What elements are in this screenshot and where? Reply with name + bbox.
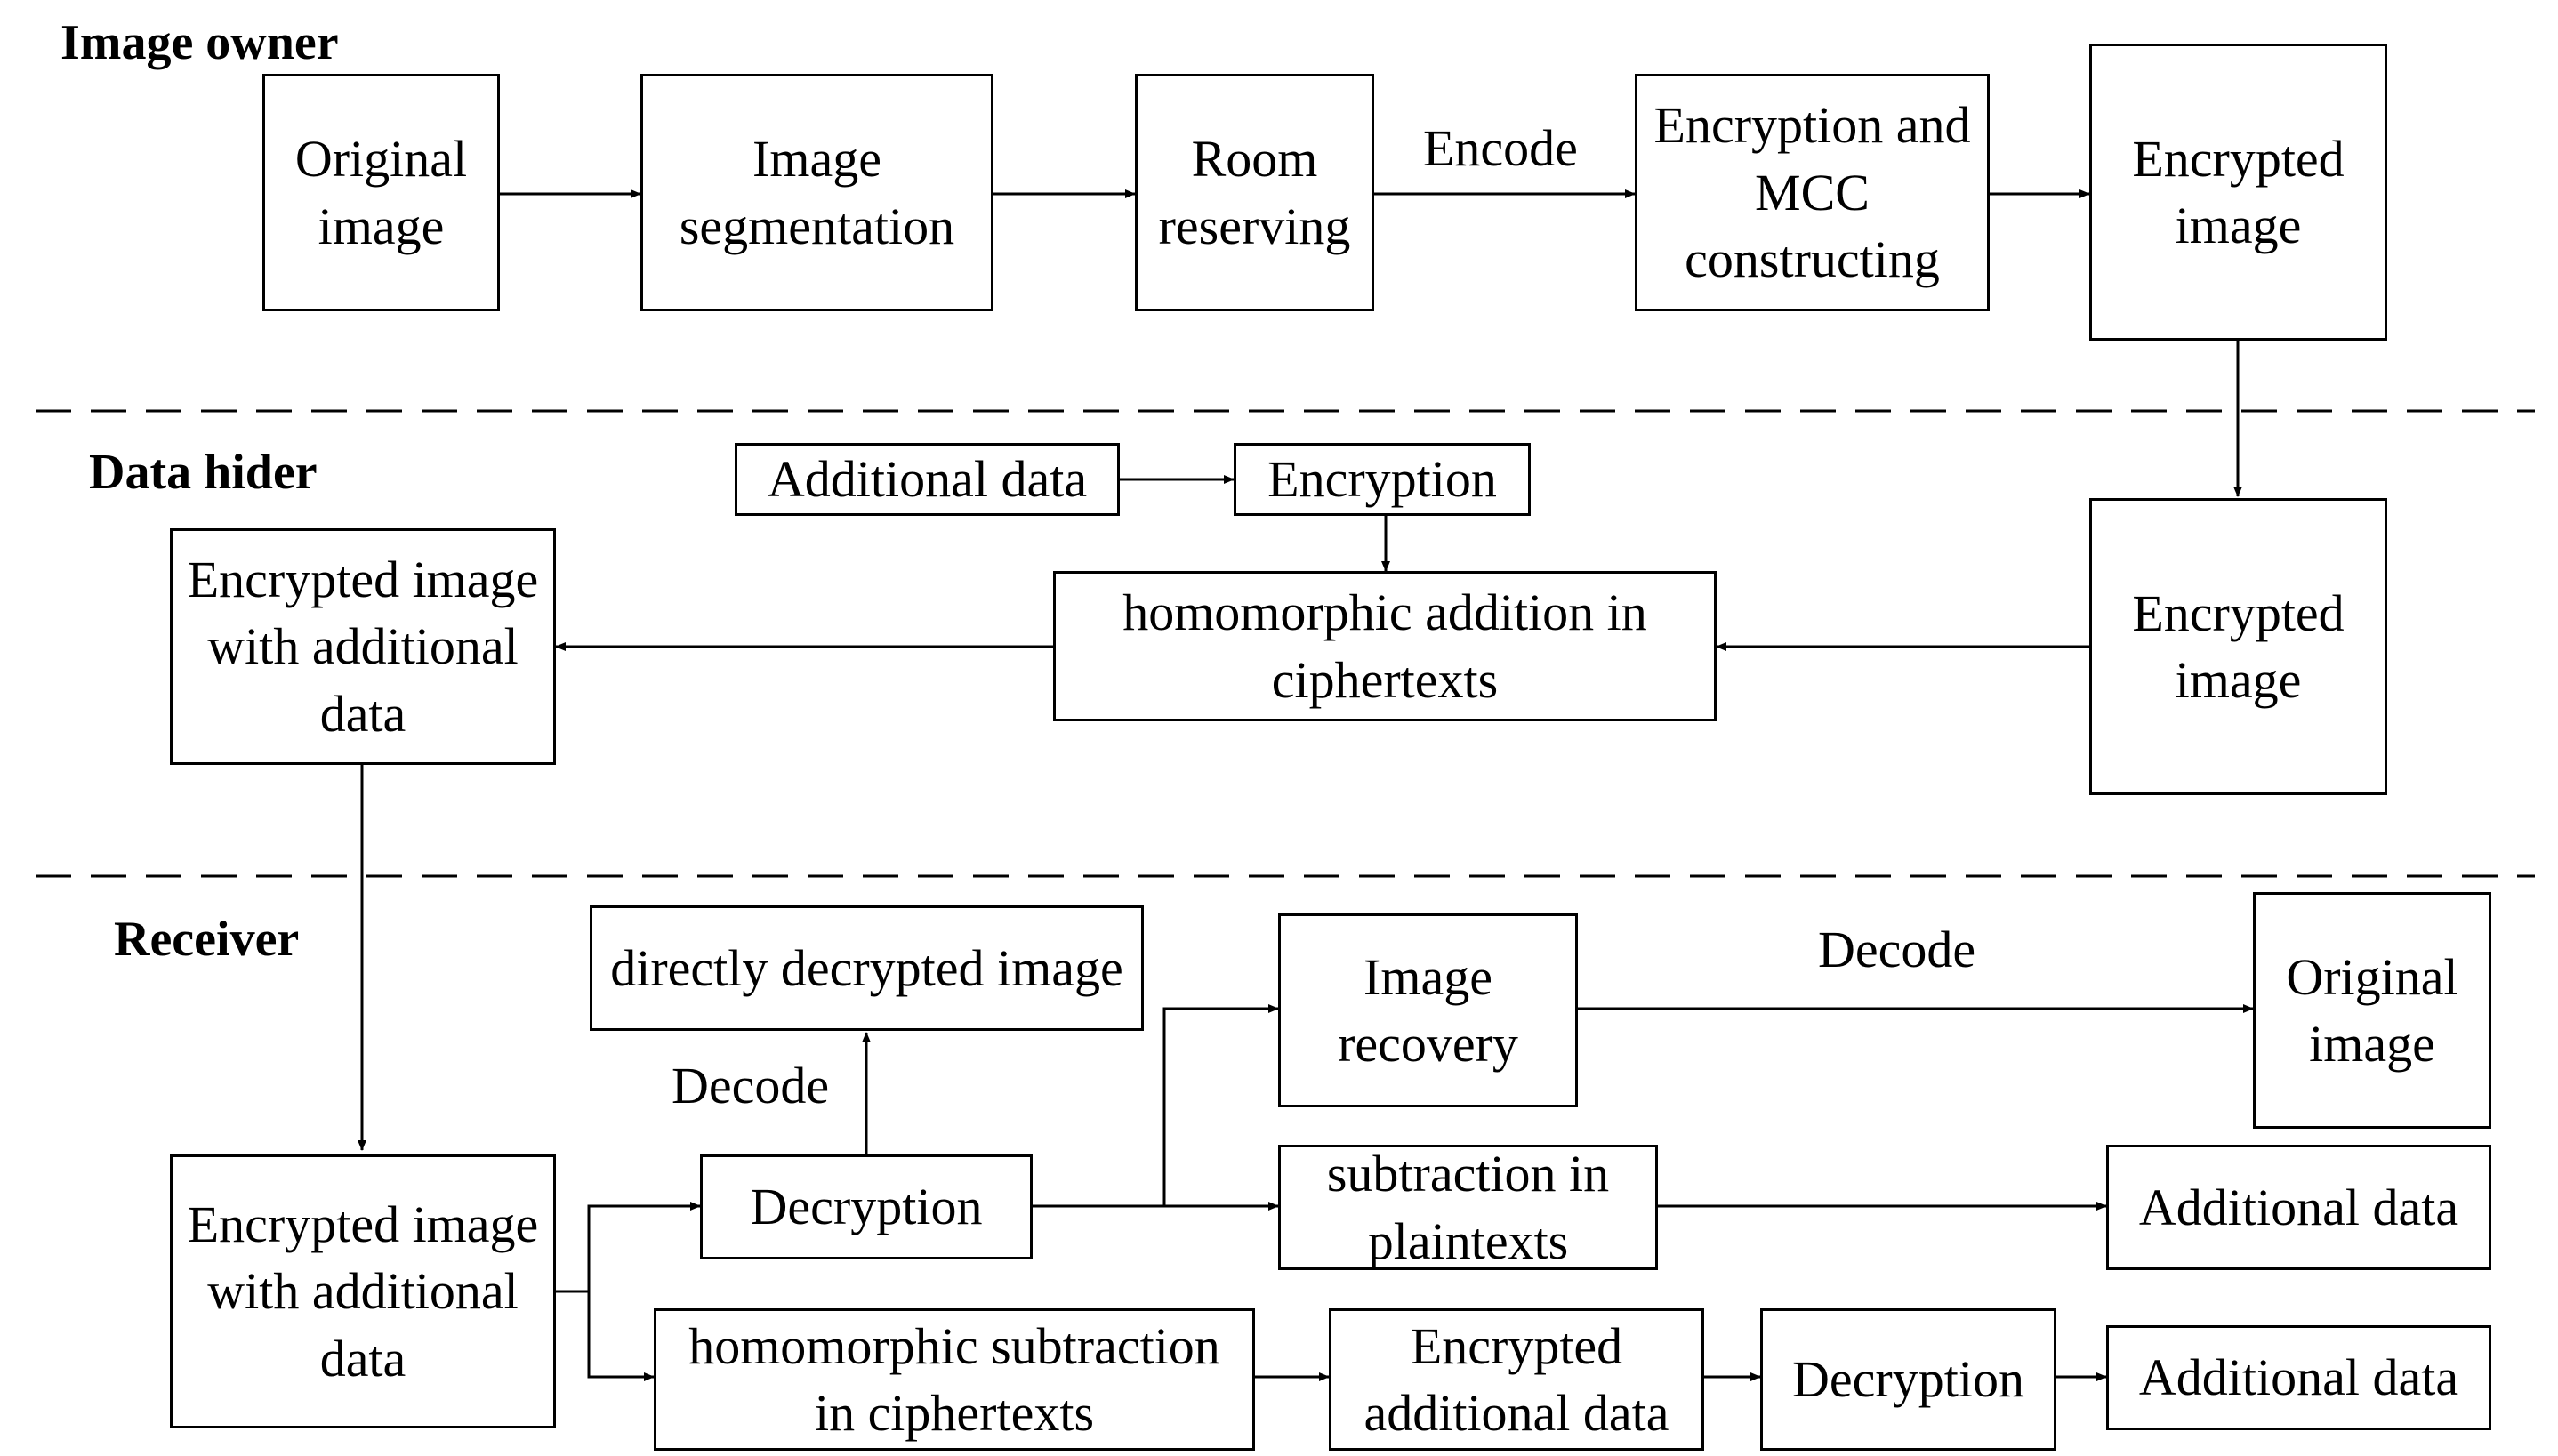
label-decode-right: Decode <box>1818 921 1976 978</box>
label-encode: Encode <box>1423 119 1578 177</box>
node-encrypted-image-owner: Encrypted image <box>2089 44 2387 341</box>
node-encryption-mcc: Encryption and MCC constructing <box>1635 74 1990 311</box>
node-encrypted-additional-data: Encrypted additional data <box>1329 1308 1704 1451</box>
section-label-data-hider: Data hider <box>89 445 318 500</box>
section-label-receiver: Receiver <box>114 912 300 967</box>
node-homomorphic-subtraction: homomorphic subtraction in ciphertexts <box>654 1308 1255 1451</box>
node-original-image: Original image <box>262 74 500 311</box>
node-original-image-receiver: Original image <box>2253 892 2491 1129</box>
node-directly-decrypted-image: directly decrypted image <box>590 905 1144 1031</box>
node-encrypted-image-with-data-hider: Encrypted image with additional data <box>170 528 556 765</box>
node-homomorphic-addition: homomorphic addition in ciphertexts <box>1053 571 1717 721</box>
node-additional-data-receiver-1: Additional data <box>2106 1145 2491 1270</box>
arrow-marked-to-decryption <box>556 1202 701 1293</box>
arrow-marked-to-homomorphic-subtraction <box>587 1291 655 1381</box>
label-decode-left: Decode <box>672 1057 830 1114</box>
node-room-reserving: Room reserving <box>1135 74 1374 311</box>
node-encrypted-image-hider: Encrypted image <box>2089 498 2387 795</box>
node-additional-data-hider: Additional data <box>735 443 1120 516</box>
node-image-segmentation: Image segmentation <box>640 74 993 311</box>
section-label-image-owner: Image owner <box>60 15 339 70</box>
node-encrypted-image-with-data-receiver: Encrypted image with additional data <box>170 1154 556 1428</box>
node-additional-data-receiver-2: Additional data <box>2106 1325 2491 1430</box>
node-decryption-receiver: Decryption <box>700 1154 1033 1259</box>
node-image-recovery: Image recovery <box>1278 913 1578 1107</box>
arrow-decryption-to-recovery <box>1033 1004 1279 1208</box>
node-decryption-receiver-2: Decryption <box>1760 1308 2056 1451</box>
node-encryption-hider: Encryption <box>1234 443 1531 516</box>
node-subtraction-plaintexts: subtraction in plaintexts <box>1278 1145 1658 1270</box>
